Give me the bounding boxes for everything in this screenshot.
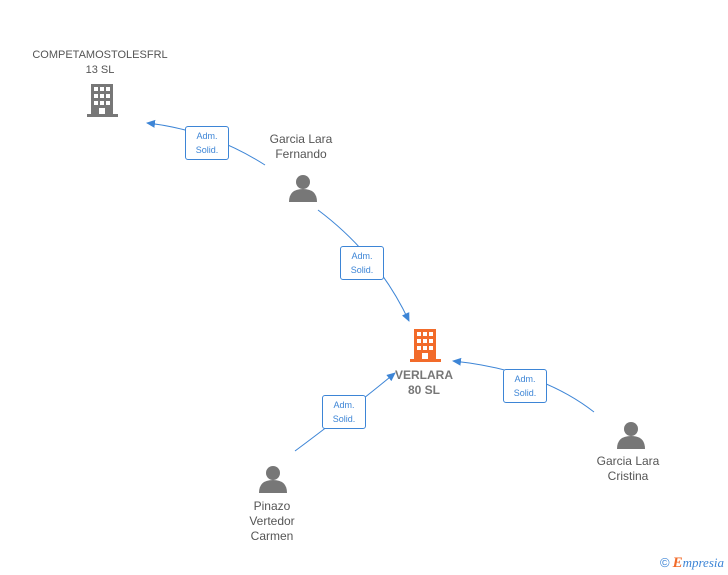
person-label-garcia-lara-cristina[interactable]: Garcia Lara Cristina: [578, 454, 678, 484]
edge-label-line: Solid.: [195, 145, 219, 155]
edge-label-line: Adm.: [333, 400, 355, 410]
building-icon[interactable]: [87, 84, 118, 117]
person-icon[interactable]: [289, 175, 317, 202]
brand-logo[interactable]: ©Empresia: [660, 555, 724, 572]
edge-label-line: Adm.: [514, 374, 536, 384]
person-name-line: Pinazo: [253, 499, 291, 513]
company-suffix: 80 SL: [407, 383, 440, 397]
copyright-icon: ©: [659, 555, 670, 570]
person-label-pinazo-vertedor-carmen[interactable]: Pinazo Vertedor Carmen: [222, 499, 322, 544]
person-name-line: Vertedor: [249, 514, 295, 528]
person-icon[interactable]: [259, 466, 287, 493]
building-icon[interactable]: [410, 329, 441, 362]
person-name-line: Cristina: [607, 469, 649, 483]
person-name-line: Carmen: [250, 529, 294, 543]
edge-label-role: Adm. Solid.: [340, 246, 384, 280]
brand-initial: E: [672, 555, 683, 571]
company-name: COMPETAMOSTOLESFRL: [32, 49, 168, 61]
edge-label-role: Adm. Solid.: [503, 369, 547, 403]
edge-label-line: Solid.: [332, 414, 356, 424]
edge-label-line: Adm.: [351, 251, 373, 261]
company-suffix: 13 SL: [85, 64, 115, 76]
edge-label-line: Solid.: [350, 265, 374, 275]
edge-label-role: Adm. Solid.: [322, 395, 366, 429]
edge-label-line: Solid.: [513, 388, 537, 398]
person-name-line: Fernando: [275, 147, 327, 161]
edge-label-role: Adm. Solid.: [185, 126, 229, 160]
company-label-competamostoles[interactable]: COMPETAMOSTOLESFRL 13 SL: [20, 48, 180, 78]
person-label-garcia-lara-fernando[interactable]: Garcia Lara Fernando: [243, 132, 359, 162]
person-icon[interactable]: [617, 422, 645, 449]
brand-name: mpresia: [682, 555, 724, 570]
person-name-line: Garcia Lara: [269, 132, 333, 146]
company-label-verlara[interactable]: VERLARA 80 SL: [374, 368, 474, 398]
company-name: VERLARA: [394, 368, 453, 382]
edge-label-line: Adm.: [196, 131, 218, 141]
person-name-line: Garcia Lara: [596, 454, 660, 468]
